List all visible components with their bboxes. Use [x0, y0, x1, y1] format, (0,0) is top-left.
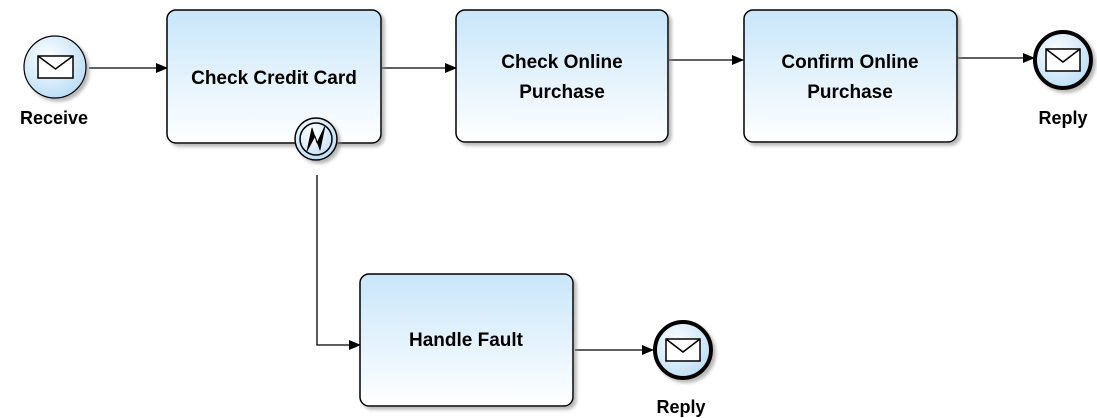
flow-error-to-handle-fault[interactable]: [316, 175, 361, 350]
start-event-receive[interactable]: Receive: [20, 35, 88, 128]
task-check-online-purchase[interactable]: Check Online Purchase: [455, 9, 669, 143]
task-label: Handle Fault: [409, 330, 524, 351]
task-check-credit-card[interactable]: Check Credit Card: [166, 9, 382, 144]
event-label: Reply: [656, 397, 705, 417]
sequence-flows: [89, 53, 1035, 355]
task-label: Confirm Online: [781, 52, 918, 73]
boundary-error-event[interactable]: [294, 117, 338, 161]
task-handle-fault[interactable]: Handle Fault: [359, 273, 574, 407]
end-event-reply[interactable]: Reply: [1033, 30, 1093, 128]
end-event-reply-fault[interactable]: Reply: [653, 320, 713, 417]
envelope-icon: [665, 338, 701, 362]
event-label: Reply: [1038, 108, 1087, 128]
envelope-icon: [37, 55, 74, 79]
error-bolt-icon: [306, 125, 326, 152]
task-confirm-online-purchase[interactable]: Confirm Online Purchase: [743, 9, 958, 143]
task-label: Check Credit Card: [191, 68, 357, 89]
task-label: Purchase: [807, 82, 893, 103]
task-label: Purchase: [519, 82, 605, 103]
event-label: Receive: [20, 108, 88, 128]
envelope-icon: [1045, 48, 1081, 72]
task-label: Check Online: [501, 52, 622, 73]
